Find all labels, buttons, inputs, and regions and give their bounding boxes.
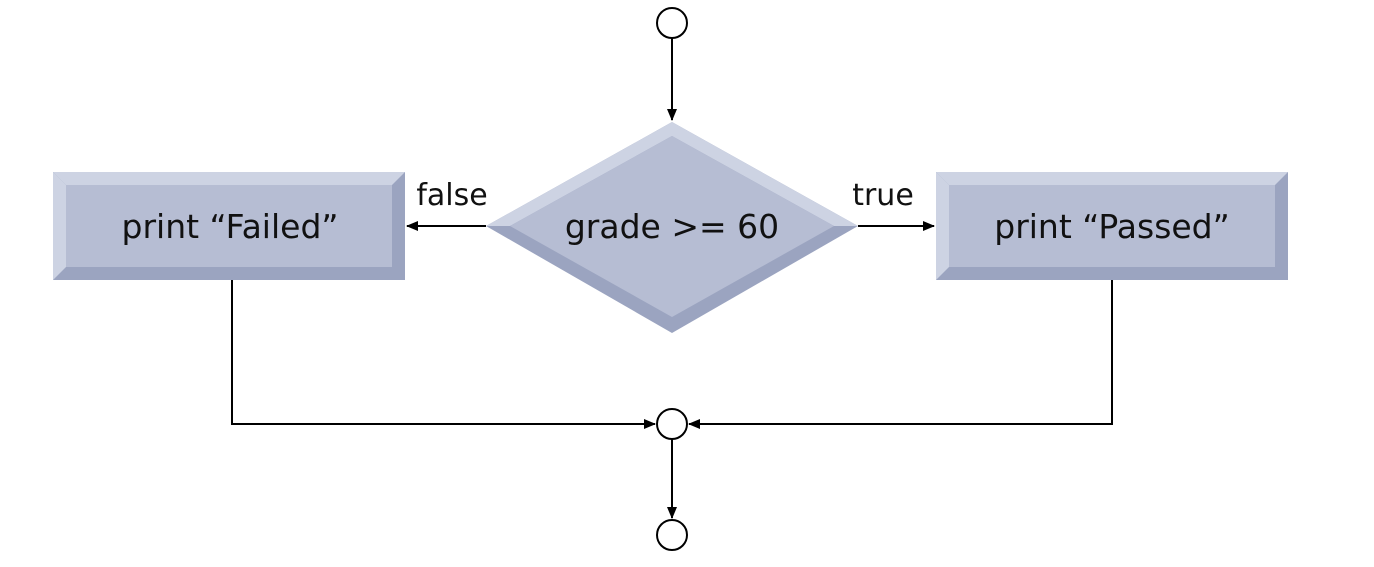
decision-node: grade >= 60: [486, 122, 858, 333]
true-edge-label: true: [852, 178, 914, 213]
passed-to-merge-arrow: [688, 280, 1113, 429]
failed-action-label: print “Failed”: [122, 207, 339, 246]
action-box-failed: print “Failed”: [53, 172, 405, 280]
final-node: [656, 519, 688, 551]
passed-action-label: print “Passed”: [994, 207, 1229, 246]
initial-node: [656, 7, 688, 39]
failed-to-merge-arrow: [231, 280, 656, 429]
merge-node: [656, 408, 688, 440]
decision-label: grade >= 60: [565, 207, 779, 246]
false-edge-label: false: [416, 178, 487, 213]
action-box-passed: print “Passed”: [936, 172, 1288, 280]
